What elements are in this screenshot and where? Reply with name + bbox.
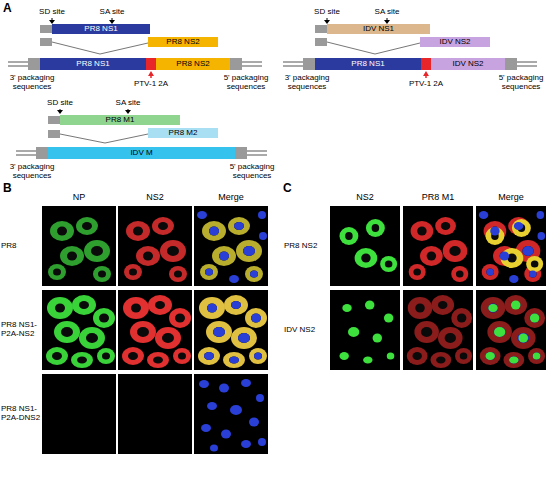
element-label: PTV-1 2A <box>399 80 453 89</box>
gene-name: PR8 NS2 <box>166 38 199 46</box>
gene-name: PR8 NS1 <box>84 25 117 33</box>
gene-bar: IDV NS2 <box>431 58 505 70</box>
column-header: NP <box>49 193 109 203</box>
gene-bar: PR8 NS1 <box>52 24 150 34</box>
micrograph <box>42 206 268 454</box>
packaging-label: 5' packaging sequences <box>495 74 547 92</box>
row-label: PR8 NS1-P2A-DNS2 <box>1 374 41 454</box>
gene-name: PR8 NS1 <box>76 60 109 68</box>
micrograph <box>330 206 546 370</box>
packaging-label: 3' packaging sequences <box>2 163 62 181</box>
column-header: PR8 M1 <box>408 193 468 203</box>
site-label: SD site <box>38 99 82 108</box>
column-header: Merge <box>201 193 261 203</box>
gene-bar: PR8 M1 <box>60 115 180 125</box>
panel-letter: B <box>3 182 19 195</box>
gene-bar: PR8 NS1 <box>40 58 146 70</box>
panel-letter: C <box>283 182 299 195</box>
construct-art <box>8 18 262 78</box>
packaging-label: 5' packaging sequences <box>222 163 282 181</box>
gene-bar: PR8 NS1 <box>315 58 421 70</box>
packaging-label: 5' packaging sequences <box>216 74 276 92</box>
row-label: IDV NS2 <box>284 290 328 370</box>
gene-bar: IDV NS1 <box>327 24 430 34</box>
gene-name: IDV NS1 <box>363 25 394 33</box>
gene-bar: PR8 NS2 <box>148 37 218 47</box>
construct-art <box>16 109 267 159</box>
column-header: Merge <box>481 193 541 203</box>
gene-name: IDV NS2 <box>452 60 483 68</box>
row-label: PR8 NS2 <box>284 206 328 286</box>
site-label: SA site <box>90 8 134 17</box>
gene-name: PR8 M1 <box>106 116 135 124</box>
gene-name: IDV M <box>130 149 152 157</box>
row-label: PR8 <box>1 206 41 286</box>
site-label: SD site <box>30 8 74 17</box>
gene-bar: IDV NS2 <box>420 37 490 47</box>
gene-name: PR8 M2 <box>169 129 198 137</box>
site-label: SA site <box>106 99 150 108</box>
panel-letter: A <box>3 2 19 15</box>
gene-name: PR8 NS1 <box>351 60 384 68</box>
site-label: SA site <box>365 8 409 17</box>
row-label: PR8 NS1-P2A-NS2 <box>1 290 41 370</box>
column-header: NS2 <box>335 193 395 203</box>
packaging-label: 3' packaging sequences <box>2 74 62 92</box>
element-label: PTV-1 2A <box>124 80 178 89</box>
packaging-label: 3' packaging sequences <box>277 74 337 92</box>
gene-name: PR8 NS2 <box>176 60 209 68</box>
site-label: SD site <box>305 8 349 17</box>
column-header: NS2 <box>125 193 185 203</box>
gene-bar: IDV M <box>48 147 235 159</box>
gene-name: IDV NS2 <box>439 38 470 46</box>
gene-bar: PR8 NS2 <box>156 58 230 70</box>
gene-bar: PR8 M2 <box>148 128 218 138</box>
construct-art <box>283 18 537 78</box>
